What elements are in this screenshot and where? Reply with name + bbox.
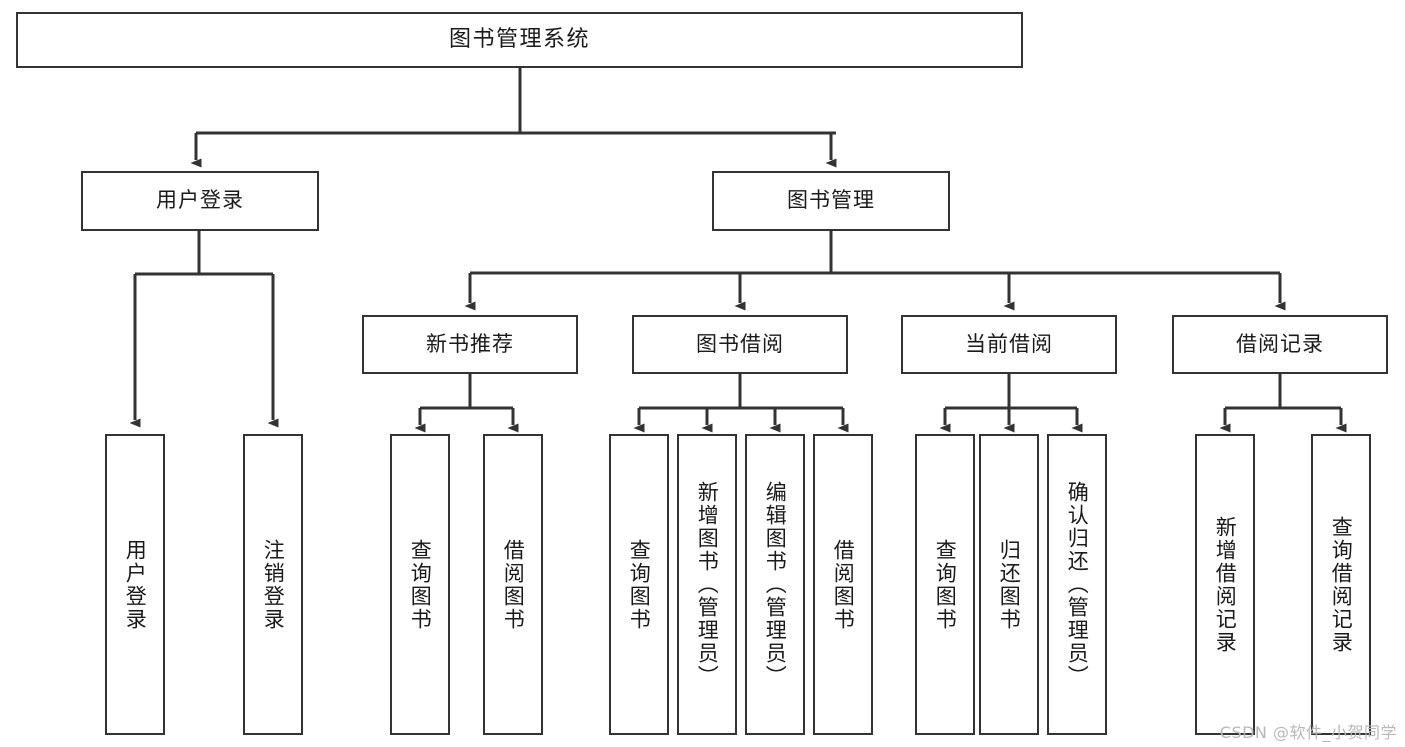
node-user-login[interactable]: 用户登录 <box>81 171 319 231</box>
leaf-current-borrow-query-book[interactable]: 查询图书 <box>915 434 975 735</box>
leaf-borrow-record-query-record[interactable]: 查询借阅记录 <box>1311 434 1371 735</box>
node-label: 归还图书 <box>997 538 1022 631</box>
leaf-new-book-borrow-book[interactable]: 借阅图书 <box>483 434 543 735</box>
node-label: 查询图书 <box>408 538 433 631</box>
node-label: 借阅图书 <box>831 538 856 631</box>
node-label: 用户登录 <box>123 538 148 631</box>
csdn-watermark: CSDN @软件_小贺同学 <box>1219 723 1397 742</box>
node-label: 借阅图书 <box>501 538 526 631</box>
node-borrowing-record[interactable]: 借阅记录 <box>1172 315 1388 374</box>
leaf-current-borrow-confirm-return-admin[interactable]: 确认归还（管理员） <box>1047 434 1107 735</box>
node-new-book-recommendation[interactable]: 新书推荐 <box>362 315 578 374</box>
node-book-borrowing[interactable]: 图书借阅 <box>632 315 848 374</box>
node-root-book-management-system[interactable]: 图书管理系统 <box>16 12 1023 68</box>
node-label: 查询图书 <box>933 538 958 631</box>
leaf-book-borrow-query-book[interactable]: 查询图书 <box>609 434 669 735</box>
node-label: 新增借阅记录 <box>1213 515 1238 654</box>
node-label: 图书借阅 <box>696 331 784 356</box>
leaf-book-borrow-borrow-book[interactable]: 借阅图书 <box>813 434 873 735</box>
node-label: 编辑图书（管理员） <box>763 481 788 688</box>
leaf-user-login[interactable]: 用户登录 <box>105 434 165 735</box>
node-label: 确认归还（管理员） <box>1065 481 1090 688</box>
node-label: 当前借阅 <box>965 331 1053 356</box>
leaf-new-book-query-book[interactable]: 查询图书 <box>390 434 450 735</box>
leaf-book-borrow-add-book-admin[interactable]: 新增图书（管理员） <box>677 434 737 735</box>
node-label: 查询借阅记录 <box>1329 515 1354 654</box>
node-label: 查询图书 <box>627 538 652 631</box>
leaf-borrow-record-add-record[interactable]: 新增借阅记录 <box>1195 434 1255 735</box>
node-book-management[interactable]: 图书管理 <box>712 171 950 231</box>
leaf-logout[interactable]: 注销登录 <box>243 434 303 735</box>
node-label: 注销登录 <box>261 538 286 631</box>
node-label: 新增图书（管理员） <box>695 481 720 688</box>
node-label: 图书管理系统 <box>448 26 590 52</box>
node-label: 借阅记录 <box>1236 331 1324 356</box>
leaf-book-borrow-edit-book-admin[interactable]: 编辑图书（管理员） <box>745 434 805 735</box>
node-label: 用户登录 <box>156 188 244 213</box>
node-label: 新书推荐 <box>426 331 514 356</box>
node-label: 图书管理 <box>787 188 875 213</box>
leaf-current-borrow-return-book[interactable]: 归还图书 <box>979 434 1039 735</box>
node-current-borrowing[interactable]: 当前借阅 <box>901 315 1117 374</box>
